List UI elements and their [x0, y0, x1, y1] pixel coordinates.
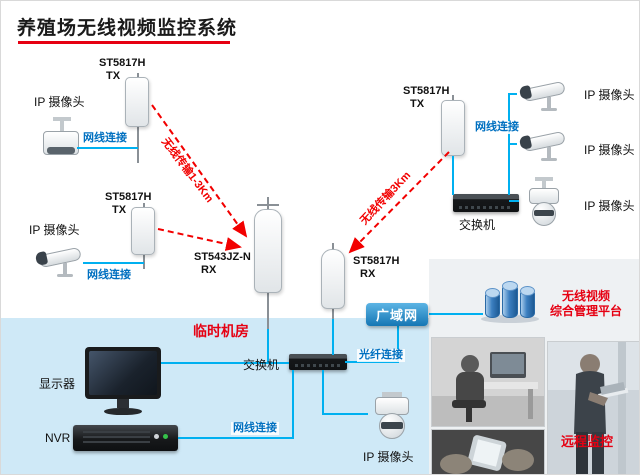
- ip-camera-label: IP 摄像头: [584, 88, 635, 102]
- server-shadow: [481, 315, 539, 323]
- switch-label: 交换机: [459, 218, 496, 232]
- radio-mode: TX: [106, 70, 121, 82]
- fiber-link-label: 光纤连接: [357, 349, 405, 362]
- wireless-arrow-tx2-rx: [157, 228, 242, 251]
- ip-camera-label: IP 摄像头: [29, 223, 80, 237]
- monitor-stand: [117, 399, 129, 408]
- wired-link-label: 网线连接: [81, 132, 129, 145]
- antenna-panel-icon: [441, 100, 465, 156]
- antenna-panel-icon: [125, 77, 149, 127]
- radio-mode: RX: [360, 268, 376, 280]
- dome-camera-icon: [367, 392, 417, 450]
- ip-camera-label: IP 摄像头: [584, 199, 635, 213]
- radio-label-right: ST5817H TX: [403, 85, 449, 111]
- link-rcam1-to-switch: [508, 93, 517, 195]
- remote-monitoring-label: 远程监控: [561, 434, 614, 449]
- bullet-camera-icon: [33, 243, 89, 287]
- monitor-base: [104, 408, 142, 415]
- radio-model: ST5817H: [105, 191, 152, 203]
- switch-icon: [289, 354, 347, 370]
- switch-label: 交换机: [243, 358, 280, 372]
- radio-model: ST543JZ-N: [194, 251, 251, 263]
- temp-room-label: 临时机房: [193, 323, 249, 339]
- ip-camera-label: IP 摄像头: [584, 143, 635, 157]
- radio-model: ST5817H: [99, 57, 146, 69]
- platform-label: 无线视频 综合管理平台: [535, 289, 637, 319]
- ip-camera-label: IP 摄像头: [34, 95, 85, 109]
- wireless-arrow-txr-rx2: [348, 151, 450, 254]
- radio-mode: RX: [201, 264, 217, 276]
- nvr-label: NVR: [45, 431, 71, 445]
- title-underline: [18, 41, 230, 44]
- radio-label-center-main: ST543JZ-N RX: [194, 251, 251, 277]
- radio-label-center-right: ST5817H RX: [353, 255, 399, 281]
- bullet-camera-icon: [517, 127, 575, 167]
- radio-model: ST5817H: [403, 85, 450, 97]
- radio-label-mid-left: ST5817H TX: [105, 191, 151, 217]
- wireless-1-3km-label: 无线传输1-3Km: [159, 135, 216, 206]
- dome-camera-icon: [39, 117, 83, 167]
- photo-engineer-laptop: [547, 341, 639, 474]
- dome-camera-icon: [521, 177, 569, 229]
- server-stack-icon: [520, 286, 535, 318]
- ip-camera-label: IP 摄像头: [363, 450, 414, 464]
- server-stack-icon: [502, 281, 518, 318]
- server-stack-icon: [485, 288, 500, 318]
- wan-node: 广域网: [366, 303, 428, 326]
- radio-label-top-left: ST5817H TX: [99, 57, 145, 83]
- monitor-label: 显示器: [39, 377, 76, 391]
- antenna-panel-icon: [321, 249, 345, 309]
- bullet-camera-icon: [517, 77, 575, 117]
- nvr-icon: [73, 425, 178, 451]
- radio-mode: TX: [410, 98, 425, 110]
- radio-model: ST5817H: [353, 255, 400, 267]
- photo-hands-phone: [431, 429, 545, 474]
- wired-link-label: 网线连接: [231, 422, 279, 435]
- switch-icon: [453, 194, 519, 212]
- radio-mode: TX: [112, 204, 127, 216]
- platform-label-line2: 综合管理平台: [549, 304, 622, 318]
- antenna-panel-icon: [254, 209, 282, 293]
- wan-label: 广域网: [375, 308, 418, 323]
- wired-link-label: 网线连接: [473, 121, 521, 134]
- monitor-icon: [85, 347, 161, 399]
- photo-operator-desk: [431, 337, 545, 427]
- wired-link-label: 网线连接: [85, 269, 133, 282]
- platform-label-line1: 无线视频: [561, 289, 610, 303]
- antenna-crossarm-icon: [257, 204, 279, 206]
- page-title: 养殖场无线视频监控系统: [17, 18, 238, 39]
- wireless-3km-label: 无线传输3Km: [358, 169, 414, 228]
